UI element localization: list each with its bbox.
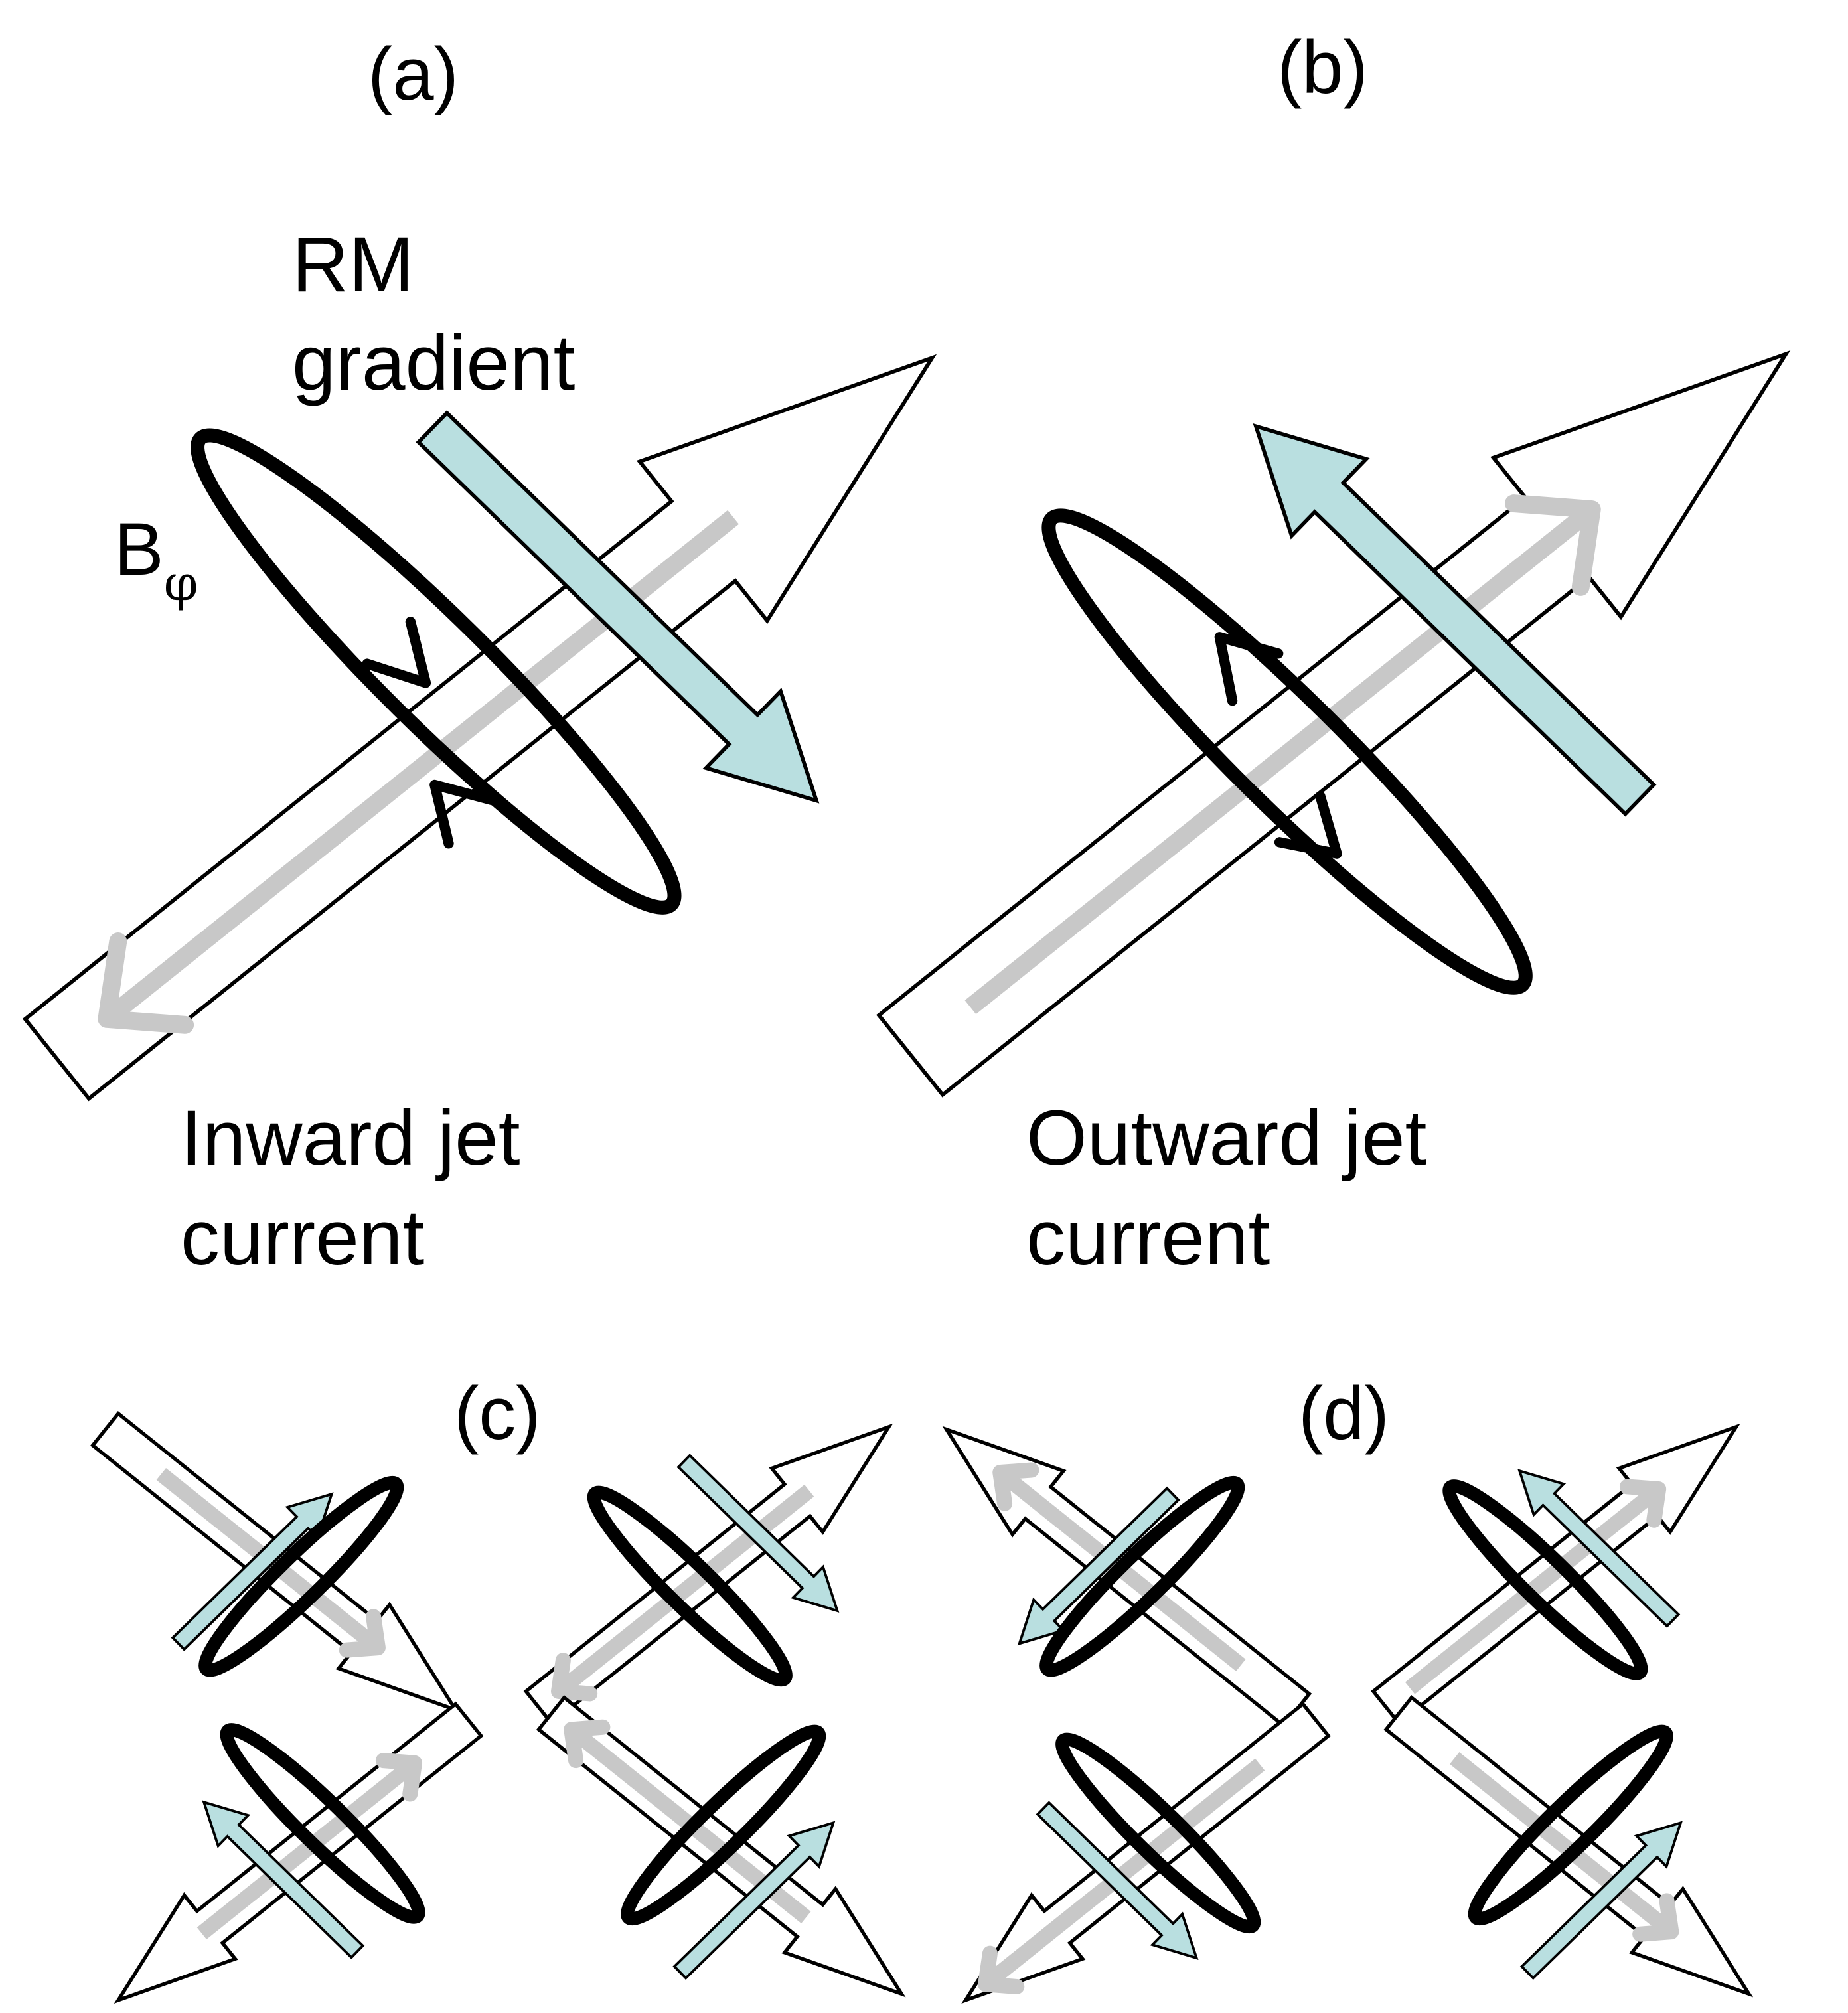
inward-caption-line1: Inward jet: [181, 1094, 520, 1182]
panel-label-c: (c): [454, 1372, 541, 1455]
loop-direction-arrow-a-top: [362, 617, 431, 688]
outward-caption-line1: Outward jet: [1026, 1094, 1427, 1182]
panel-label-d: (d): [1298, 1372, 1389, 1455]
panel-d-diagram-top-left: [868, 1319, 1385, 1809]
panel-d-diagram-bottom-right: [1321, 1593, 1845, 2013]
panel-a-drawing: [0, 278, 996, 1138]
panel-b-drawing: [847, 275, 1848, 1135]
panel-label-b: (b): [1277, 26, 1368, 109]
b-phi-base: B: [114, 508, 164, 591]
loop-direction-arrow-b-bottom: [1274, 791, 1342, 859]
loop-direction-arrow-a-bottom: [429, 779, 497, 849]
b-phi-loop-b: [1041, 508, 1533, 995]
loop-direction-arrow-b-top: [1214, 632, 1284, 706]
rm-gradient-label-line1: RM: [292, 221, 414, 309]
panel-c-diagram-top-left: [27, 1319, 544, 1809]
b-phi-label: Bφ: [114, 512, 198, 609]
panel-d-diagram-top-right: [1302, 1322, 1820, 1812]
outward-current-arrow-b: [964, 494, 1601, 1015]
rm-gradient-label-line2: gradient: [292, 319, 576, 407]
panel-d-diagram-bottom-left: [876, 1607, 1393, 2013]
panel-c-diagram-bottom-right: [474, 1593, 998, 2013]
b-phi-subscript: φ: [163, 555, 198, 612]
panel-label-a: (a): [368, 33, 459, 115]
panel-c-diagram-bottom-left: [28, 1607, 546, 2013]
panel-c-diagram-top-right: [455, 1322, 972, 1812]
b-phi-loop-a: [190, 428, 682, 915]
inward-caption-line2: current: [181, 1194, 425, 1282]
outward-caption-line2: current: [1026, 1194, 1270, 1282]
